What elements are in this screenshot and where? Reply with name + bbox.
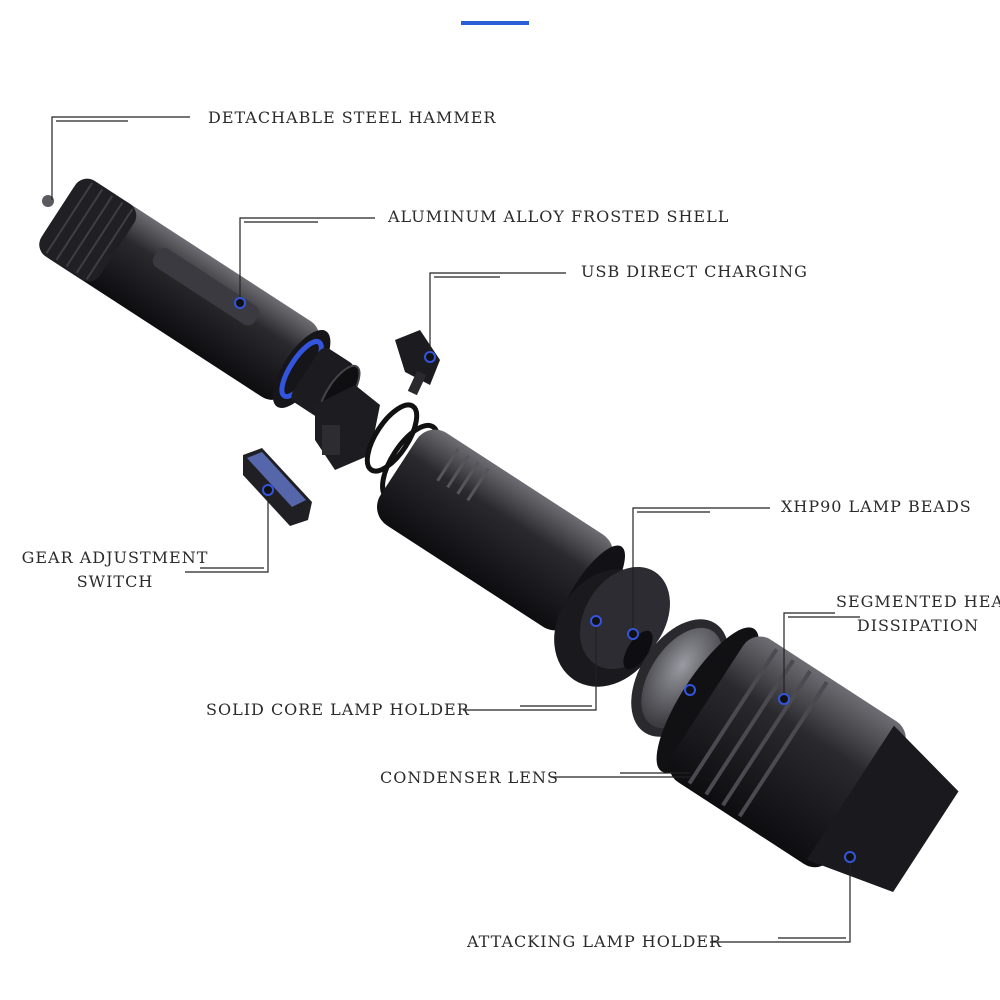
label-solid-core-lamp-holder: SOLID CORE LAMP HOLDER: [206, 700, 470, 719]
label-usb-direct-charging: USB DIRECT CHARGING: [581, 262, 808, 281]
usb-part: [395, 330, 440, 396]
callout-dots: [234, 297, 856, 863]
gear-switch-part: [243, 448, 312, 526]
label-gear-adjustment-switch: GEAR ADJUSTMENT SWITCH: [20, 546, 210, 594]
lamp-holder-part: [554, 566, 670, 687]
label-heat-line1: SEGMENTED HEAT: [836, 592, 1000, 611]
label-aluminum-alloy-frosted-shell: ALUMINUM ALLOY FROSTED SHELL: [388, 207, 730, 226]
leader-lines: [51, 116, 860, 943]
label-segmented-heat-dissipation: SEGMENTED HEAT DISSIPATION: [836, 590, 1000, 638]
tail-section-part: [39, 178, 361, 423]
accent-bar: [461, 21, 529, 25]
label-gear-line2: SWITCH: [76, 572, 154, 591]
label-heat-line2: DISSIPATION: [856, 616, 980, 635]
head-part: [656, 627, 959, 893]
label-condenser-lens: CONDENSER LENS: [380, 768, 559, 787]
label-detachable-steel-hammer: DETACHABLE STEEL HAMMER: [208, 108, 497, 127]
label-gear-line1: GEAR ADJUSTMENT: [21, 548, 209, 567]
label-attacking-lamp-holder: ATTACKING LAMP HOLDER: [467, 932, 723, 951]
label-xhp90-lamp-beads: XHP90 LAMP BEADS: [781, 497, 972, 516]
